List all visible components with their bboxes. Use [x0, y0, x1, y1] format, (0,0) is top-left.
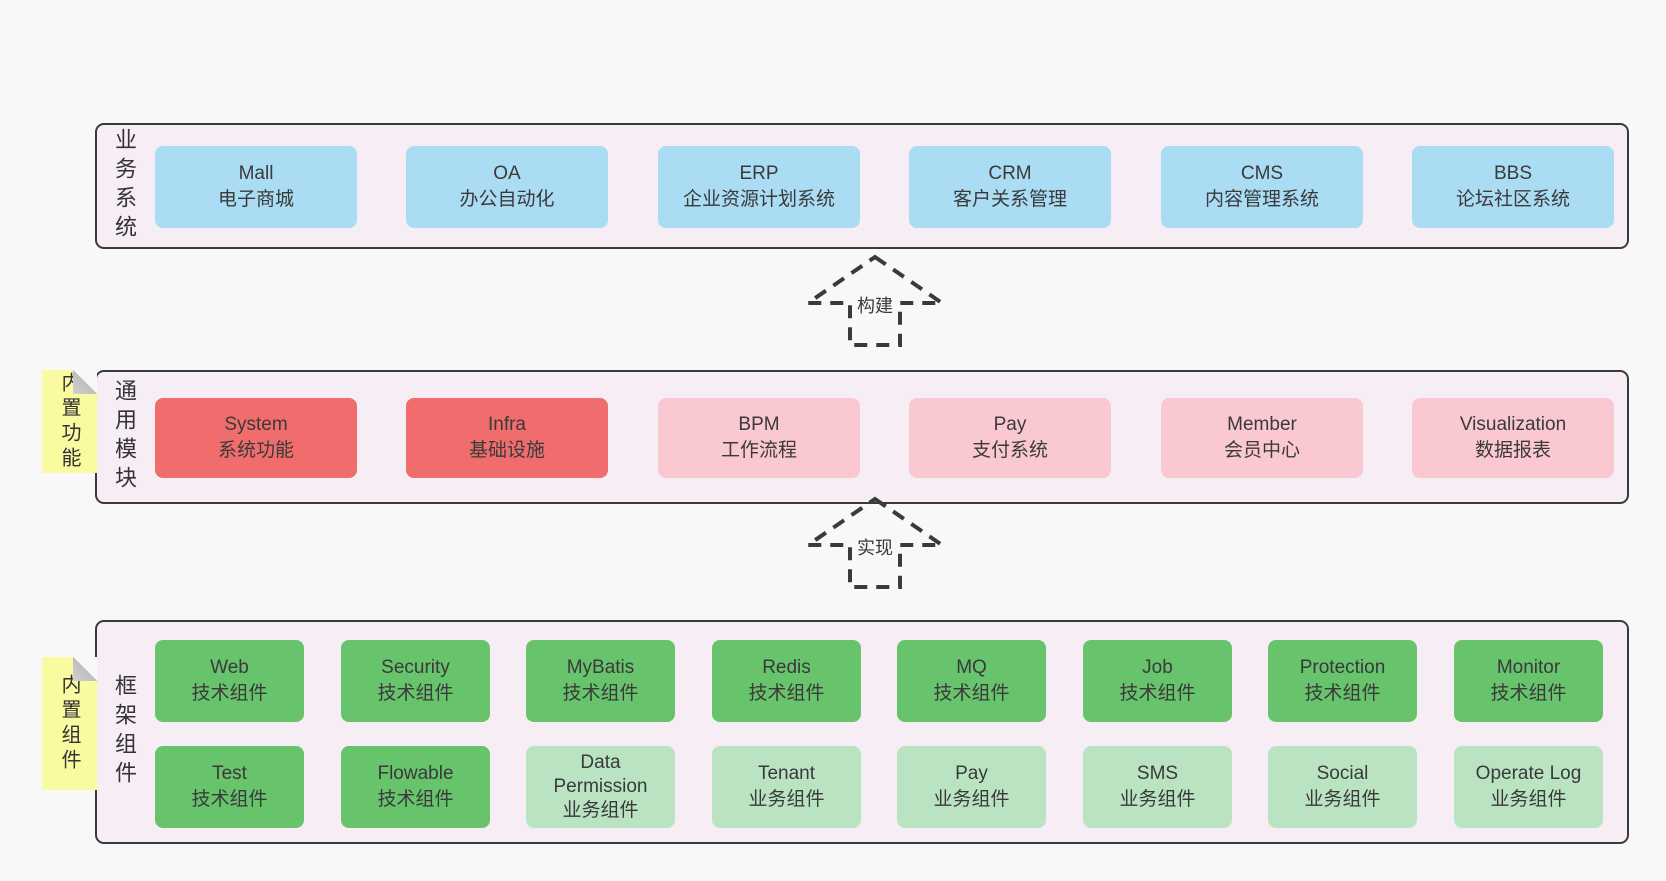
- box-title: System: [224, 414, 288, 435]
- box-subtitle: 业务组件: [1304, 789, 1381, 810]
- box-subtitle: 客户关系管理: [952, 189, 1067, 210]
- box-crm: CRM 客户关系管理: [909, 146, 1111, 228]
- box-title: Job: [1142, 657, 1173, 678]
- box-member: Member 会员中心: [1161, 398, 1363, 478]
- box-oa: OA 办公自动化: [406, 146, 608, 228]
- box-title: Infra: [487, 414, 527, 435]
- box-title: Tenant: [757, 763, 816, 784]
- business-systems-panel: 业务系统 Mall 电子商城 OA 办公自动化 ERP 企业资源计划系统 CRM…: [95, 123, 1629, 249]
- box-redis: Redis 技术组件: [712, 640, 861, 722]
- box-subtitle: 技术组件: [1490, 683, 1567, 704]
- sticky-tag-built-in-features: 内置功能: [42, 370, 97, 473]
- box-subtitle: 业务组件: [933, 789, 1010, 810]
- common-modules-label: 通用模块: [112, 379, 137, 495]
- arrow-label-implement: 实现: [852, 532, 898, 562]
- box-title: Protection: [1299, 657, 1386, 678]
- box-subtitle: 工作流程: [720, 440, 797, 461]
- box-mybatis: MyBatis 技术组件: [526, 640, 675, 722]
- framework-components-label: 框架组件: [112, 674, 137, 790]
- framework-components-panel: 内置组件 框架组件 Web 技术组件 Security 技术组件 MyBatis…: [42, 620, 1629, 844]
- box-system: System 系统功能: [155, 398, 357, 478]
- arrow-label-build: 构建: [852, 290, 898, 320]
- box-title: MyBatis: [566, 657, 635, 678]
- box-job: Job 技术组件: [1083, 640, 1232, 722]
- box-title: Visualization: [1459, 414, 1567, 435]
- common-modules-panel: 内置功能 通用模块 System 系统功能 Infra 基础设施 BPM 工作流…: [42, 370, 1629, 504]
- box-title: Security: [381, 657, 450, 678]
- box-cms: CMS 内容管理系统: [1161, 146, 1363, 228]
- box-title: Pay: [955, 763, 988, 784]
- box-subtitle: 业务组件: [1490, 789, 1567, 810]
- box-title: CMS: [1240, 163, 1284, 184]
- box-subtitle: 会员中心: [1223, 440, 1300, 461]
- box-title: MQ: [956, 657, 987, 678]
- box-subtitle: 技术组件: [377, 683, 454, 704]
- box-title: Flowable: [377, 763, 454, 784]
- box-title: Data Permission: [553, 752, 648, 797]
- tag-label: 内置功能: [58, 371, 80, 472]
- box-pay-module: Pay 支付系统: [909, 398, 1111, 478]
- box-subtitle: 技术组件: [377, 789, 454, 810]
- box-tenant: Tenant 业务组件: [712, 746, 861, 828]
- box-sms: SMS 业务组件: [1083, 746, 1232, 828]
- box-operate-log: Operate Log 业务组件: [1454, 746, 1603, 828]
- tag-label: 内置组件: [58, 673, 80, 774]
- box-bpm: BPM 工作流程: [658, 398, 860, 478]
- box-bbs: BBS 论坛社区系统: [1412, 146, 1614, 228]
- box-data-permission: Data Permission 业务组件: [526, 746, 675, 828]
- box-subtitle: 技术组件: [748, 683, 825, 704]
- box-subtitle: 内容管理系统: [1204, 189, 1319, 210]
- box-subtitle: 企业资源计划系统: [682, 189, 835, 210]
- box-subtitle: 数据报表: [1474, 440, 1551, 461]
- box-subtitle: 电子商城: [217, 189, 294, 210]
- box-mall: Mall 电子商城: [155, 146, 357, 228]
- box-mq: MQ 技术组件: [897, 640, 1046, 722]
- box-subtitle: 业务组件: [748, 789, 825, 810]
- box-subtitle: 技术组件: [933, 683, 1010, 704]
- business-systems-label: 业务系统: [112, 128, 137, 244]
- box-title: CRM: [988, 163, 1032, 184]
- box-subtitle: 办公自动化: [459, 189, 555, 210]
- box-infra: Infra 基础设施: [406, 398, 608, 478]
- box-flowable: Flowable 技术组件: [341, 746, 490, 828]
- box-pay-component: Pay 业务组件: [897, 746, 1046, 828]
- box-subtitle: 技术组件: [562, 683, 639, 704]
- box-security: Security 技术组件: [341, 640, 490, 722]
- box-title: OA: [493, 163, 521, 184]
- box-subtitle: 系统功能: [217, 440, 294, 461]
- box-title: BBS: [1493, 163, 1533, 184]
- box-protection: Protection 技术组件: [1268, 640, 1417, 722]
- box-title: Monitor: [1496, 657, 1561, 678]
- box-title: Operate Log: [1475, 763, 1582, 784]
- box-title: Mall: [238, 163, 274, 184]
- box-monitor: Monitor 技术组件: [1454, 640, 1603, 722]
- box-subtitle: 业务组件: [1119, 789, 1196, 810]
- box-subtitle: 技术组件: [1119, 683, 1196, 704]
- box-title: Member: [1227, 414, 1297, 435]
- box-subtitle: 业务组件: [562, 800, 639, 821]
- box-title: ERP: [739, 163, 779, 184]
- box-test: Test 技术组件: [155, 746, 304, 828]
- box-title: Test: [212, 763, 247, 784]
- box-title: Web: [210, 657, 249, 678]
- dashed-up-arrow-implement: [801, 496, 949, 589]
- box-web: Web 技术组件: [155, 640, 304, 722]
- box-subtitle: 技术组件: [191, 683, 268, 704]
- sticky-tag-built-in-components: 内置组件: [42, 657, 97, 790]
- box-subtitle: 基础设施: [468, 440, 545, 461]
- box-title: Pay: [993, 414, 1027, 435]
- box-title: BPM: [738, 414, 780, 435]
- box-subtitle: 支付系统: [971, 440, 1048, 461]
- box-title: Social: [1316, 763, 1369, 784]
- dashed-up-arrow-build: [801, 254, 949, 347]
- box-title: Redis: [762, 657, 811, 678]
- box-subtitle: 论坛社区系统: [1455, 189, 1570, 210]
- box-subtitle: 技术组件: [1304, 683, 1381, 704]
- box-erp: ERP 企业资源计划系统: [658, 146, 860, 228]
- box-subtitle: 技术组件: [191, 789, 268, 810]
- box-title: SMS: [1136, 763, 1179, 784]
- box-visualization: Visualization 数据报表: [1412, 398, 1614, 478]
- box-social: Social 业务组件: [1268, 746, 1417, 828]
